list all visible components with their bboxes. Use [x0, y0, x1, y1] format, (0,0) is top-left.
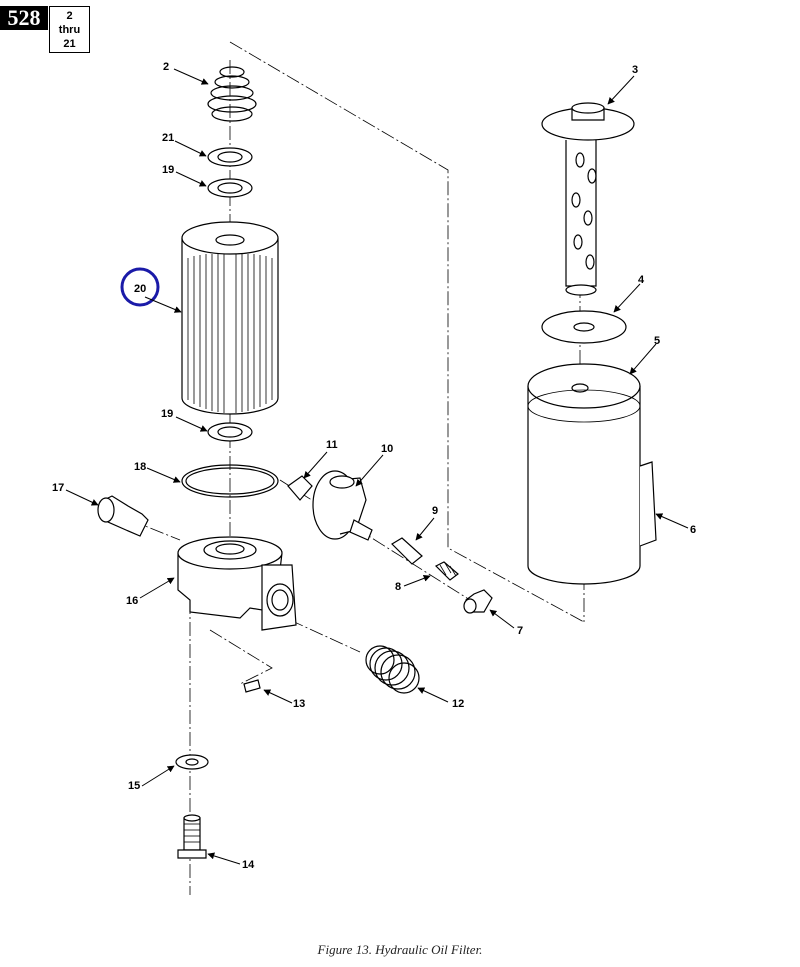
callout-12: 12 [452, 698, 464, 710]
washer-19-lower-part [207, 422, 253, 442]
sleeve-9-part [391, 537, 423, 565]
bowl-5-part [527, 363, 641, 585]
elbow-7-part [463, 589, 493, 614]
filter-element-part [181, 221, 279, 415]
callout-15: 15 [128, 780, 140, 792]
callout-labels: 2 21 19 20 19 18 17 16 11 10 9 8 7 12 13… [52, 61, 696, 871]
standpipe-3-part [541, 102, 635, 296]
range-word: thru [58, 24, 81, 36]
callout-2: 2 [163, 61, 169, 73]
callout-9: 9 [432, 505, 438, 517]
callout-13: 13 [293, 698, 305, 710]
callout-19-lower: 19 [161, 408, 173, 420]
callout-19-upper: 19 [162, 164, 174, 176]
highlight-circle [120, 267, 160, 307]
plug-17-part [97, 495, 149, 537]
figure-caption: Figure 13. Hydraulic Oil Filter. [317, 942, 483, 957]
callout-20: 20 [134, 283, 146, 295]
washer-4-part [541, 310, 627, 344]
callout-17: 17 [52, 482, 64, 494]
callout-10: 10 [381, 443, 393, 455]
callout-6: 6 [690, 524, 696, 536]
spring-12-part [365, 645, 420, 694]
pin-13-part [243, 679, 261, 693]
callout-18: 18 [134, 461, 146, 473]
callout-3: 3 [632, 64, 638, 76]
clip-11-part [287, 475, 313, 501]
callout-4: 4 [638, 274, 645, 286]
o-ring-18-part [181, 464, 279, 498]
callout-5: 5 [654, 335, 660, 347]
spring-cone-part [207, 66, 257, 122]
callout-8: 8 [395, 581, 401, 593]
washer-21-part [207, 147, 253, 167]
washer-19-upper-part [207, 178, 253, 198]
range-to: 21 [63, 38, 76, 50]
page-number-badge: 528 [0, 6, 48, 30]
label-plate-6-part [639, 461, 657, 547]
bolt-14-part [177, 814, 207, 859]
range-from: 2 [66, 10, 73, 22]
callout-7: 7 [517, 625, 523, 637]
filter-head-16-part [177, 536, 297, 631]
item-range-box: 2 thru 21 [49, 6, 90, 53]
indicator-10-part [312, 470, 373, 541]
leader-lines [65, 68, 689, 865]
washer-15-part [175, 754, 209, 770]
callout-21: 21 [162, 132, 174, 144]
callout-14: 14 [242, 859, 255, 871]
nipple-8-part [434, 561, 459, 581]
callout-11: 11 [326, 439, 338, 451]
callout-16: 16 [126, 595, 138, 607]
